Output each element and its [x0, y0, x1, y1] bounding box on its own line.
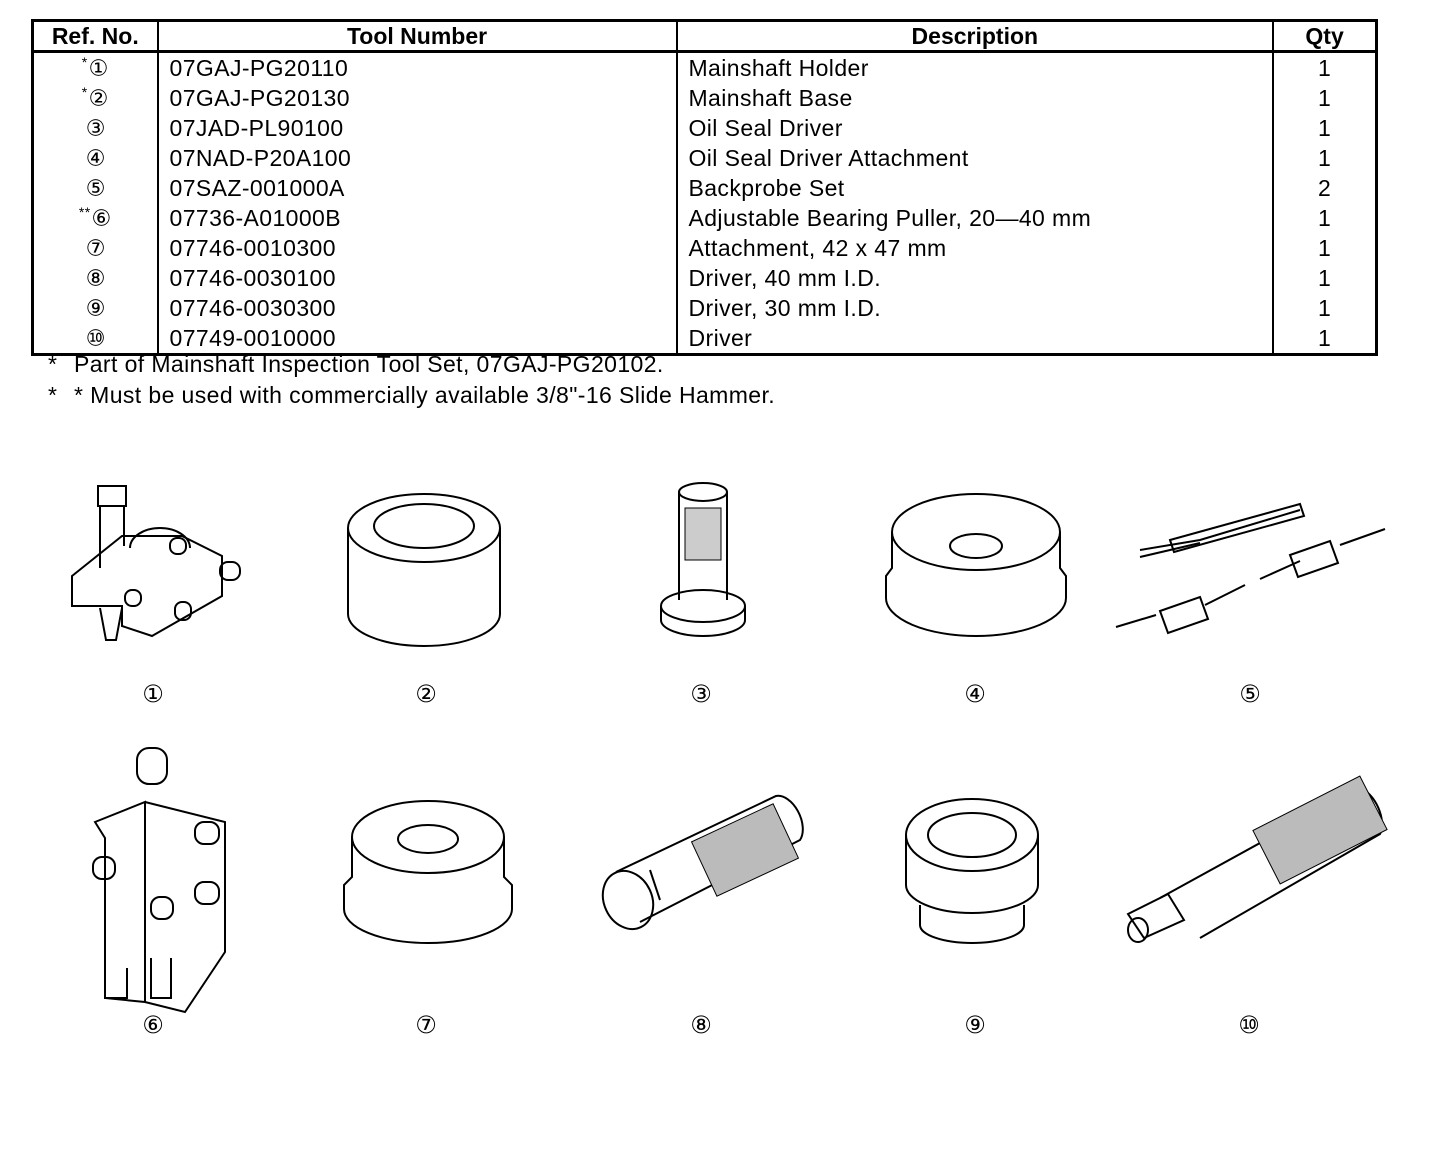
- mainshaft-base-icon: [347, 493, 501, 647]
- ref-cell: ⑤: [33, 173, 158, 203]
- qty-cell: 1: [1272, 113, 1377, 143]
- tool-number-cell: 07NAD-P20A100: [156, 143, 677, 173]
- tool-number-cell: 07746-0010300: [156, 233, 677, 263]
- driver-icon: [1126, 775, 1388, 943]
- ref-number: ④: [85, 145, 106, 171]
- qty-cell: 1: [1272, 203, 1377, 233]
- description-cell: Backprobe Set: [675, 173, 1274, 203]
- footnote-mark: *: [48, 351, 58, 377]
- qty-cell: 1: [1272, 323, 1377, 355]
- footnote-slide-hammer: * * Must be used with commercially availa…: [48, 382, 775, 409]
- attachment-icon: [343, 800, 513, 944]
- ref-cell: ⑦: [33, 233, 158, 263]
- description-cell: Driver, 40 mm I.D.: [675, 263, 1274, 293]
- oil-seal-driver-icon: [660, 482, 746, 637]
- figure-label: ⑨: [964, 1012, 986, 1039]
- tool-number-cell: 07749-0010000: [156, 323, 677, 355]
- ref-mark: *: [81, 54, 88, 71]
- ref-cell: ⑩: [33, 323, 158, 355]
- footnote-text: * Must be used with commercially availab…: [74, 382, 776, 408]
- ref-number: ⑩: [85, 325, 106, 351]
- bearing-puller-icon: [92, 747, 226, 1014]
- qty-cell: 1: [1272, 263, 1377, 293]
- ref-number: ⑨: [85, 295, 106, 321]
- ref-number: ③: [85, 115, 106, 141]
- ref-number: ①: [88, 55, 109, 81]
- tool-number-cell: 07GAJ-PG20130: [156, 83, 677, 113]
- ref-number: ⑧: [85, 265, 106, 291]
- backprobe-set-icon: [1115, 502, 1386, 635]
- header-description: Description: [675, 20, 1274, 53]
- figure-label: ⑧: [690, 1012, 712, 1039]
- figure-label: ①: [142, 681, 164, 708]
- header-qty: Qty: [1272, 20, 1377, 53]
- ref-cell: *②: [33, 83, 158, 113]
- ref-number: ⑤: [85, 175, 106, 201]
- ref-mark: *: [81, 84, 88, 101]
- figure-label: ②: [415, 681, 437, 708]
- header-ref-no: Ref. No.: [32, 20, 158, 53]
- tool-number-cell: 07JAD-PL90100: [156, 113, 677, 143]
- ref-cell: ④: [33, 143, 158, 173]
- qty-cell: 1: [1272, 83, 1377, 113]
- figure-label: ⑦: [415, 1012, 437, 1039]
- qty-cell: 1: [1272, 143, 1377, 173]
- footnote-mark: *: [48, 382, 58, 408]
- description-cell: Adjustable Bearing Puller, 20—40 mm: [675, 203, 1274, 233]
- ref-cell: ⑨: [33, 293, 158, 323]
- description-cell: Mainshaft Holder: [675, 51, 1274, 83]
- ref-number: ②: [88, 85, 109, 111]
- description-cell: Oil Seal Driver: [675, 113, 1274, 143]
- tool-number-cell: 07746-0030300: [156, 293, 677, 323]
- ref-cell: **⑥: [33, 203, 158, 233]
- description-cell: Attachment, 42 x 47 mm: [675, 233, 1274, 263]
- tool-number-cell: 07GAJ-PG20110: [156, 51, 677, 83]
- qty-cell: 1: [1272, 293, 1377, 323]
- footnote-tool-set: * Part of Mainshaft Inspection Tool Set, …: [48, 351, 664, 378]
- footnote-text: Part of Mainshaft Inspection Tool Set, 0…: [74, 351, 664, 377]
- qty-cell: 2: [1272, 173, 1377, 203]
- description-cell: Driver, 30 mm I.D.: [675, 293, 1274, 323]
- header-tool-number: Tool Number: [156, 20, 677, 53]
- table-header-row: Ref. No. Tool Number Description Qty: [32, 20, 1377, 53]
- ref-number: ⑥: [91, 205, 112, 231]
- figure-label: ⑥: [142, 1012, 164, 1039]
- ref-mark: **: [78, 204, 91, 221]
- figure-label: ⑤: [1239, 681, 1261, 708]
- tool-number-cell: 07SAZ-001000A: [156, 173, 677, 203]
- tool-number-cell: 07746-0030100: [156, 263, 677, 293]
- description-cell: Mainshaft Base: [675, 83, 1274, 113]
- qty-cell: 1: [1272, 51, 1377, 83]
- ref-cell: ③: [33, 113, 158, 143]
- figure-label: ④: [964, 681, 986, 708]
- mainshaft-holder-icon: [71, 485, 241, 641]
- oil-seal-driver-attachment-icon: [885, 493, 1067, 637]
- qty-cell: 1: [1272, 233, 1377, 263]
- description-cell: Oil Seal Driver Attachment: [675, 143, 1274, 173]
- figure-label: ③: [690, 681, 712, 708]
- driver-40mm-icon: [601, 794, 804, 931]
- ref-number: ⑦: [85, 235, 106, 261]
- description-cell: Driver: [675, 323, 1274, 355]
- ref-cell: *①: [33, 52, 158, 84]
- tool-number-cell: 07736-A01000B: [156, 203, 677, 233]
- ref-cell: ⑧: [33, 263, 158, 293]
- figure-label: ⑩: [1238, 1012, 1260, 1039]
- driver-30mm-icon: [905, 798, 1039, 944]
